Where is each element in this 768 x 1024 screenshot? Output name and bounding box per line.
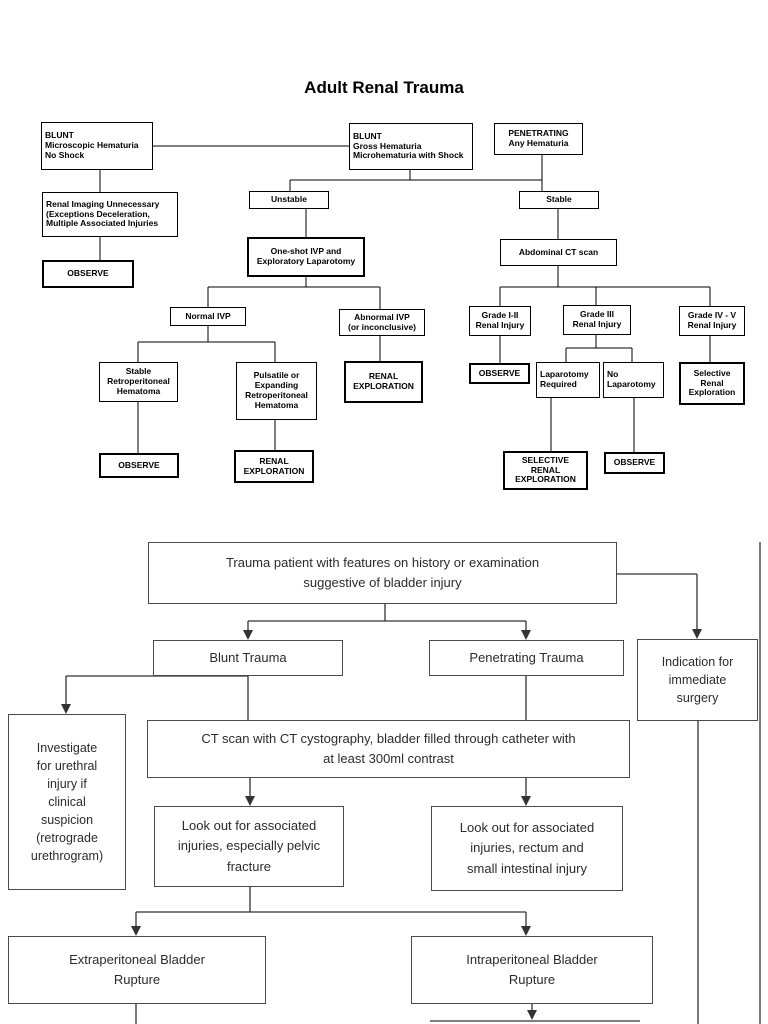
- ct-cystography-box: CT scan with CT cystography, bladder fil…: [147, 720, 630, 778]
- intraperitoneal-rupture-box: Intraperitoneal Bladder Rupture: [411, 936, 653, 1004]
- look-out-blunt-box: Look out for associated injuries, especi…: [154, 806, 344, 887]
- stable-box: Stable: [519, 191, 599, 209]
- imaging-unnecessary-box: Renal Imaging Unnecessary (Exceptions De…: [42, 192, 178, 237]
- abdominal-ct-box: Abdominal CT scan: [500, 239, 617, 266]
- renal-exploration-box-2: RENAL EXPLORATION: [234, 450, 314, 483]
- abnormal-ivp-box: Abnormal IVP (or inconclusive): [339, 309, 425, 336]
- renal-chart-title: Adult Renal Trauma: [304, 78, 464, 97]
- immediate-surgery-box: Indication for immediate surgery: [637, 639, 758, 721]
- laparotomy-required-box: Laparotomy Required: [536, 362, 600, 398]
- observe-box-2: OBSERVE: [469, 363, 530, 384]
- penetrating-trauma-box: Penetrating Trauma: [429, 640, 624, 676]
- normal-ivp-box: Normal IVP: [170, 307, 246, 326]
- selective-renal-exploration-box-2: SELECTIVE RENAL EXPLORATION: [503, 451, 588, 490]
- grade-1-2-box: Grade I-II Renal Injury: [469, 306, 531, 336]
- selective-renal-exploration-box-1: Selective Renal Exploration: [679, 362, 745, 405]
- unstable-box: Unstable: [249, 191, 329, 209]
- observe-box-4: OBSERVE: [604, 452, 665, 474]
- grade-4-5-box: Grade IV - V Renal Injury: [679, 306, 745, 336]
- blunt-microscopic-box: BLUNT Microscopic Hematuria No Shock: [41, 122, 153, 170]
- penetrating-box: PENETRATING Any Hematuria: [494, 123, 583, 155]
- no-laparotomy-box: No Laparotomy: [603, 362, 664, 398]
- blunt-trauma-box: Blunt Trauma: [153, 640, 343, 676]
- grade-3-box: Grade III Renal Injury: [563, 305, 631, 335]
- blunt-gross-box: BLUNT Gross Hematuria Microhematuria wit…: [349, 123, 473, 170]
- pulsatile-hematoma-box: Pulsatile or Expanding Retroperitoneal H…: [236, 362, 317, 420]
- bladder-top-box: Trauma patient with features on history …: [148, 542, 617, 604]
- investigate-urethral-box: Investigate for urethral injury if clini…: [8, 714, 126, 890]
- look-out-penetrating-box: Look out for associated injuries, rectum…: [431, 806, 623, 891]
- one-shot-ivp-box: One-shot IVP and Exploratory Laparotomy: [247, 237, 365, 277]
- extraperitoneal-rupture-box: Extraperitoneal Bladder Rupture: [8, 936, 266, 1004]
- observe-box-1: OBSERVE: [42, 260, 134, 288]
- observe-box-3: OBSERVE: [99, 453, 179, 478]
- stable-hematoma-box: Stable Retroperitoneal Hematoma: [99, 362, 178, 402]
- renal-exploration-box-1: RENAL EXPLORATION: [344, 361, 423, 403]
